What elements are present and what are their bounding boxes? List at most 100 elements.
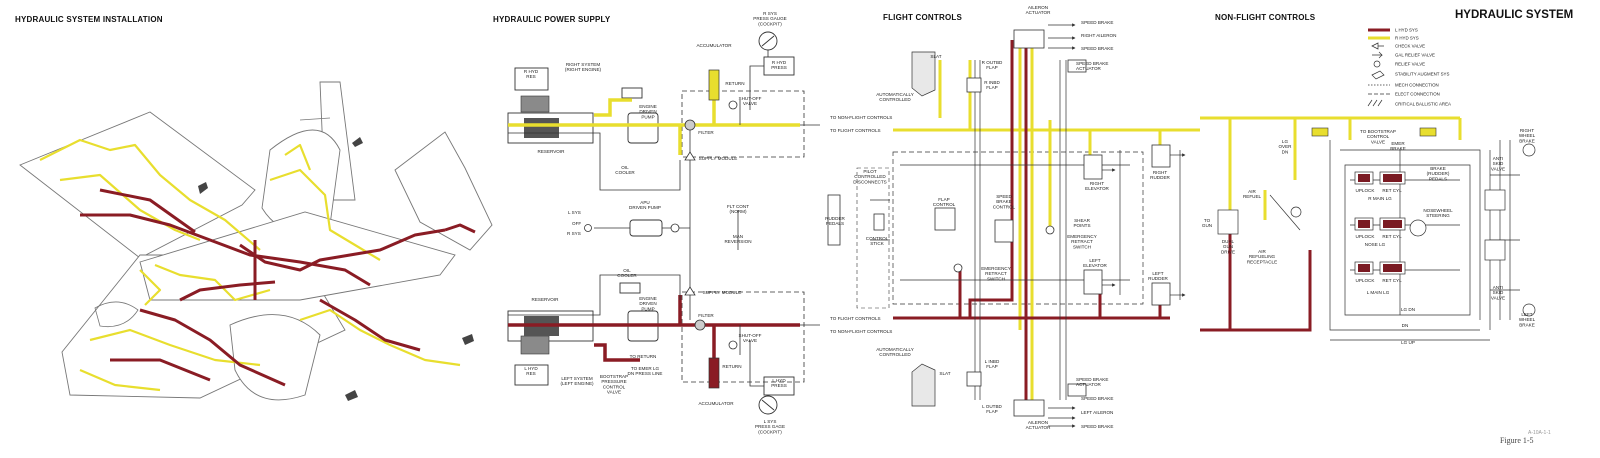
filter-label: FILTER (698, 130, 714, 135)
shear-point (1045, 225, 1055, 235)
l-accumulator (708, 357, 720, 389)
r-main-lg-label: R MAIN LG (1368, 196, 1392, 201)
to-flight-label: TO FLIGHT CONTROLS (830, 316, 881, 321)
legend-item-label: STABILITY AUGMENT SYS (1395, 72, 1449, 77)
l-main-lg-label: L MAIN LG (1367, 290, 1390, 295)
r-accumulator (708, 69, 720, 101)
to-non-flight-label: TO NON-FLIGHT CONTROLS (830, 329, 892, 334)
l-aileron-actuator (1013, 399, 1045, 417)
slat-label: SLAT (930, 54, 941, 59)
r-speed-brake-actuator (1067, 59, 1087, 73)
l-shutoff-valve (728, 340, 738, 350)
rudder-pedals-box (827, 194, 841, 246)
ballistic-area-marker-1 (198, 182, 208, 194)
legend-item-label: GAL RELIEF VALVE (1395, 53, 1435, 58)
filter-label: FILTER (698, 313, 714, 318)
installation-heading: HYDRAULIC SYSTEM INSTALLATION (15, 15, 163, 24)
return-label: RETURN (722, 364, 741, 369)
uplock-label: UPLOCK (1356, 188, 1376, 193)
flap-control (934, 207, 956, 231)
supply-module-label: SUPPLY MODULE (703, 290, 742, 295)
r-elevator-actuator (1083, 154, 1103, 180)
r-supply-module (681, 90, 805, 158)
right-system-label: RIGHT SYSTEM(RIGHT ENGINE) (565, 62, 602, 72)
ballistic-area-marker-2 (352, 137, 363, 147)
dn-label: DN (1402, 323, 1409, 328)
gun-drive (1217, 209, 1239, 235)
ret-cyl-label: RET CYL (1382, 188, 1402, 193)
legend-item-label: ELECT CONNECTION (1395, 92, 1440, 97)
lg-dn-label: LG DN (1401, 307, 1415, 312)
flt-cont-label: FLT CONT(NORM) (727, 204, 749, 214)
flight-controls-heading: FLIGHT CONTROLS (883, 13, 962, 22)
legend-item-label: R HYD SYS (1395, 36, 1419, 41)
accumulator-label: ACCUMULATOR (696, 43, 732, 48)
brake-pedals-label: BRAKE(RUDDER)PEDALS (1427, 166, 1450, 181)
l-speed-brake-actuator (1067, 383, 1087, 397)
supply-module-label: SUPPLY MODULE (699, 156, 738, 161)
left-engine-nacelle (229, 314, 321, 401)
right-wing-outline (19, 111, 256, 259)
reservoir-label: RESERVOIR (532, 297, 560, 302)
control-stick (873, 213, 885, 231)
speed-brake-control (994, 219, 1014, 243)
right-aileron-label: RIGHT AILERON (1081, 33, 1116, 38)
legend-item-label: MECH CONNECTION (1395, 83, 1439, 88)
lg-up-label: LG UP (1401, 340, 1415, 345)
to-return-label: TO RETURN (630, 354, 657, 359)
nose-lg-label: NOSE LG (1365, 242, 1386, 247)
uplock-label: UPLOCK (1356, 278, 1376, 283)
nosewheel-steering (1409, 219, 1427, 237)
l-sys-label: L SYS (568, 210, 581, 215)
cockpit-boundary (892, 151, 1144, 305)
aircraft-installation (19, 81, 493, 401)
left-system-label: LEFT SYSTEM(LEFT ENGINE) (560, 376, 594, 386)
l-rudder-actuator (1151, 282, 1171, 306)
speed-brake-label: SPEED BRAKE (1081, 396, 1113, 401)
figure-caption: Figure 1-5 (1500, 436, 1534, 445)
return-label: RETURN (725, 81, 744, 86)
uplock-label: UPLOCK (1356, 234, 1376, 239)
r-rudder-actuator (1151, 144, 1171, 168)
left-aileron-label: LEFT AILERON (1081, 410, 1113, 415)
ret-cyl-label: RET CYL (1382, 234, 1402, 239)
